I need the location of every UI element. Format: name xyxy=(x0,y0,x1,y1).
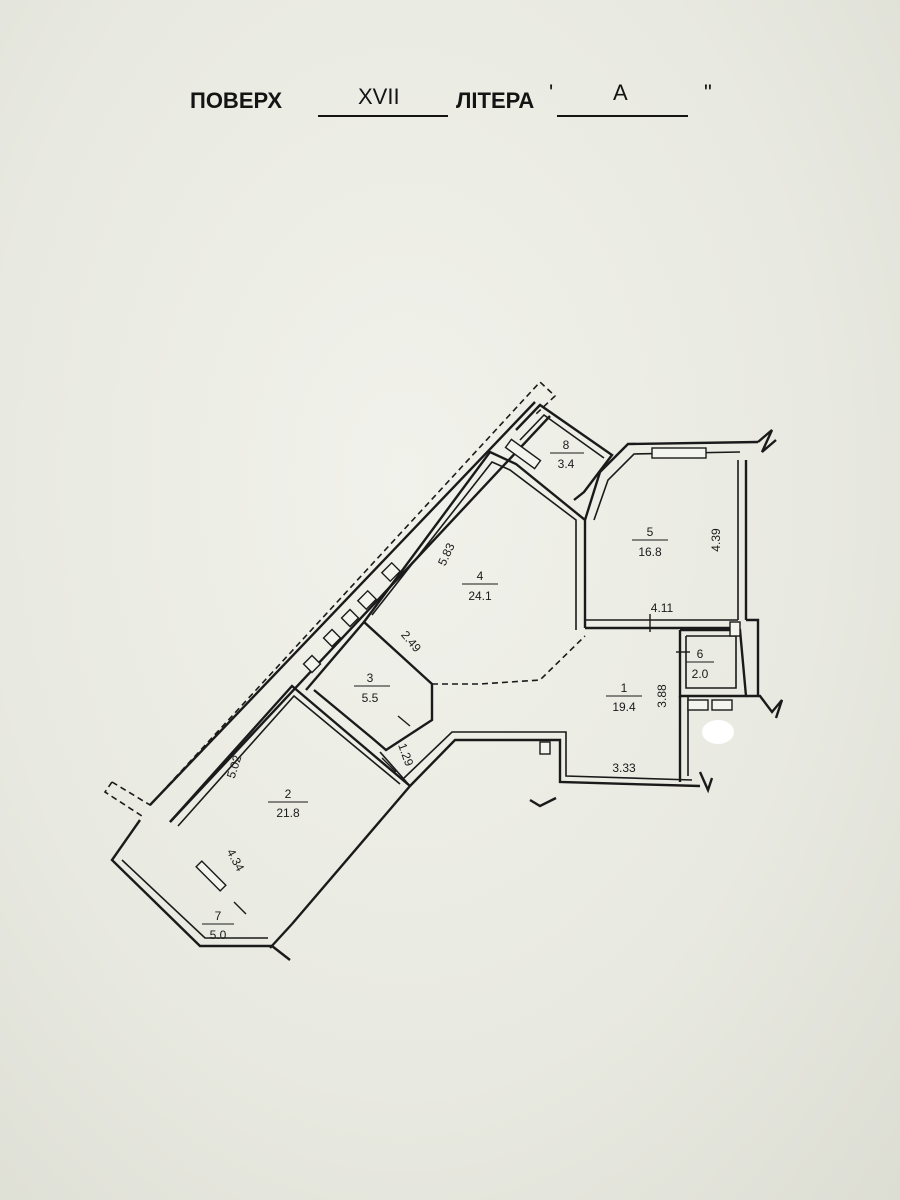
letter-open-quote: ' xyxy=(549,80,553,105)
window-room-4 xyxy=(504,438,542,470)
room-label-4: 4 24.1 xyxy=(462,569,498,603)
dim-room-1-side: 3.88 xyxy=(655,684,669,708)
window-room-2 xyxy=(195,860,227,892)
room-2-area: 21.8 xyxy=(276,806,300,820)
room-6-area: 2.0 xyxy=(692,667,709,681)
letter-value: A xyxy=(613,80,628,105)
window-frame-d xyxy=(322,628,342,648)
windows xyxy=(195,438,741,892)
room-8-number: 8 xyxy=(563,438,570,452)
room-6-number: 6 xyxy=(697,647,704,661)
room-3-lower xyxy=(379,751,411,787)
dim-room-5-side: 4.39 xyxy=(709,528,723,552)
window-frame-a xyxy=(380,561,402,583)
tick-d xyxy=(233,901,247,915)
room-2-number: 2 xyxy=(285,787,292,801)
facade-wall xyxy=(149,401,536,806)
break-mark-bottom xyxy=(698,771,714,794)
dim-room-3-side: 1.29 xyxy=(395,741,416,768)
corridor-bottom-inner xyxy=(403,731,693,781)
break-mark-right xyxy=(746,694,784,719)
shaft-box-b xyxy=(711,699,733,711)
shaft-wall xyxy=(746,618,760,696)
room-2-corner xyxy=(269,923,293,949)
dimension-ticks xyxy=(233,614,690,915)
window-frame-c xyxy=(340,608,360,628)
floor-label: ПОВЕРХ xyxy=(190,88,282,113)
room-3-area: 5.5 xyxy=(362,691,379,705)
dim-room-2-side: 5.02 xyxy=(224,753,245,780)
window-room-5 xyxy=(651,447,707,459)
room-5-number: 5 xyxy=(647,525,654,539)
room-label-1: 1 19.4 xyxy=(606,681,642,714)
dim-room-1-bottom: 3.33 xyxy=(612,761,636,775)
room-2-walls xyxy=(169,684,412,925)
tick-b xyxy=(397,715,411,727)
corridor-break-mark xyxy=(529,796,557,808)
room-2-inner xyxy=(177,694,401,827)
room-4-number: 4 xyxy=(477,569,484,583)
dim-room-5-bottom: 4.11 xyxy=(651,601,674,615)
window-frame-b xyxy=(356,589,378,611)
room-8-inner xyxy=(519,413,605,459)
column-stub xyxy=(539,741,551,755)
room-label-3: 3 5.5 xyxy=(354,671,390,705)
letter-label: ЛІТЕРА xyxy=(456,88,534,113)
room-4-opening-dashed xyxy=(432,635,586,685)
room-7-number: 7 xyxy=(215,909,222,923)
dim-room-2-bottom: 4.34 xyxy=(224,847,247,874)
room-label-6: 6 2.0 xyxy=(686,647,714,681)
dimension-labels: 5.83 4.39 4.11 2.49 3.88 3.33 1.29 5.02 … xyxy=(224,528,723,874)
room-7-area: 5.0 xyxy=(210,928,227,942)
room-label-7: 7 5.0 xyxy=(202,909,234,942)
plan-header: ПОВЕРХ XVII ЛІТЕРА ' A " xyxy=(190,80,712,117)
room-1-number: 1 xyxy=(621,681,628,695)
room-labels: 1 19.4 2 21.8 3 5.5 4 24.1 5 16.8 6 2.0 xyxy=(202,438,714,942)
tick-c xyxy=(381,757,397,773)
shaft-box-c xyxy=(729,621,741,637)
shaft-box-a xyxy=(687,699,709,711)
floor-value: XVII xyxy=(358,84,400,109)
correction-mark xyxy=(702,720,734,744)
room-5-top xyxy=(583,440,759,521)
dim-room-4-side: 5.83 xyxy=(435,540,458,567)
room-5-top-inner xyxy=(593,451,741,521)
room-label-5: 5 16.8 xyxy=(632,525,668,559)
room-8-area: 3.4 xyxy=(558,457,575,471)
loggia-end-dashed xyxy=(103,781,146,819)
corridor-bottom-wall xyxy=(409,738,701,788)
dim-room-3-top: 2.49 xyxy=(398,628,424,655)
break-mark-top-right xyxy=(757,429,777,453)
room-label-2: 2 21.8 xyxy=(268,787,308,820)
room-6-inner xyxy=(685,635,737,689)
letter-close-quote: " xyxy=(704,80,712,105)
loggia-7-inner xyxy=(121,859,268,939)
room-4-walls xyxy=(363,450,587,628)
loggia-7-outline xyxy=(110,819,291,961)
room-label-8: 8 3.4 xyxy=(550,438,584,471)
room-3-number: 3 xyxy=(367,671,374,685)
facade-wall-inner xyxy=(169,415,551,823)
room-1-area: 19.4 xyxy=(612,700,636,714)
room-8-walls xyxy=(515,403,614,501)
window-frame-e xyxy=(302,654,322,674)
walls xyxy=(103,380,784,961)
room-4-inner xyxy=(371,461,577,630)
room-4-area: 24.1 xyxy=(468,589,492,603)
room-5-area: 16.8 xyxy=(638,545,662,559)
